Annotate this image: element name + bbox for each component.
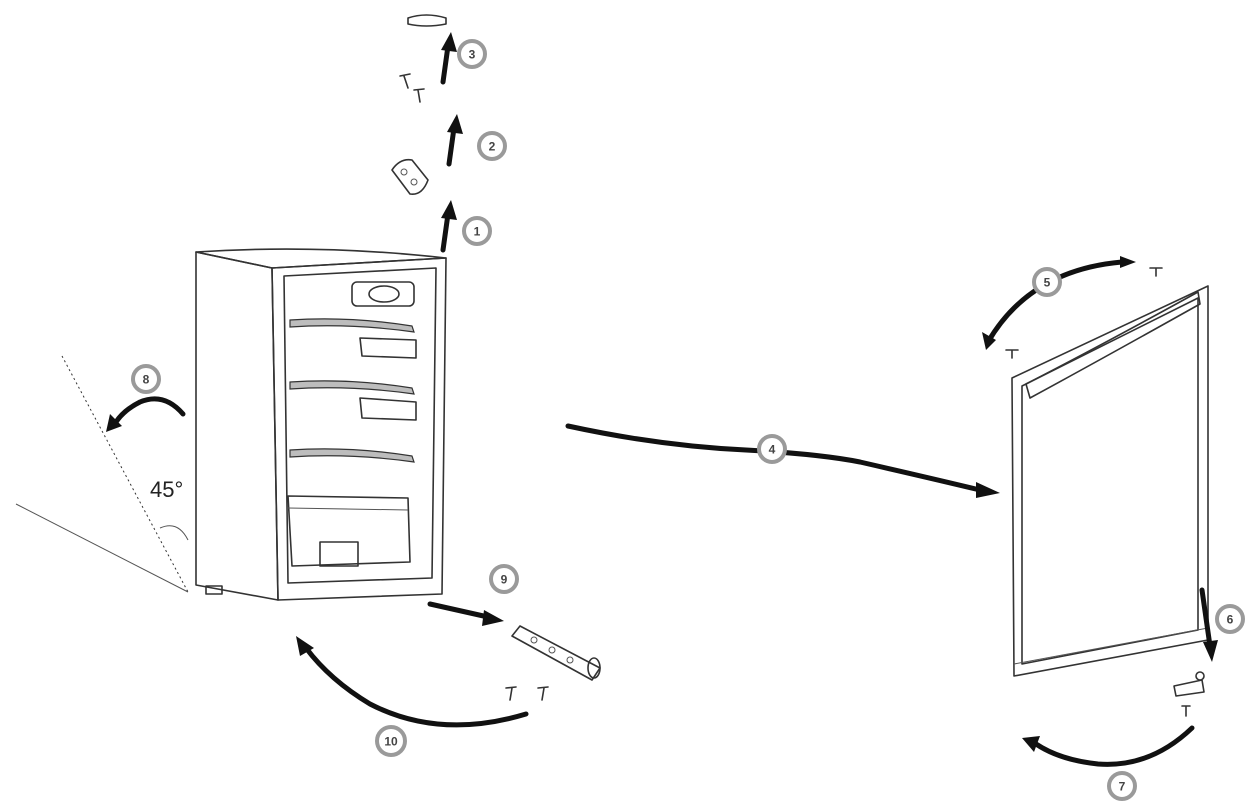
door-plug-right [1149,267,1163,277]
hinge-cover-part [407,14,447,27]
fridge-door [1011,285,1209,677]
step-label-6: 6 [1227,613,1234,627]
step-label-8: 8 [143,373,150,387]
arrow-step-9 [427,601,504,626]
top-hinge-bracket [391,158,429,196]
fridge-cabinet [195,248,447,601]
arrow-step-5 [982,256,1136,350]
step-label-4: 4 [769,443,776,457]
arrow-step-4 [565,423,1000,498]
step-badge-3: 3 [457,39,487,69]
arrow-step-3 [440,32,457,85]
arrow-step-1 [440,200,457,253]
step-label-1: 1 [474,225,481,239]
bottom-hinge-part-right [1173,671,1205,717]
arrow-step-7 [1022,725,1195,767]
step-label-7: 7 [1119,780,1126,794]
arrow-step-10 [296,636,529,728]
tilt-angle-guide: 45° [15,355,189,593]
step-label-5: 5 [1044,276,1051,290]
step-badge-10: 10 [375,725,407,757]
step-badge-2: 2 [477,131,507,161]
arrow-step-2 [446,114,463,167]
step-label-9: 9 [501,573,508,587]
step-badge-8: 8 [131,364,161,394]
step-badge-1: 1 [462,216,492,246]
step-label-3: 3 [469,48,476,62]
tilt-angle-label: 45° [150,477,183,502]
bottom-hinge-screws [505,686,549,701]
step-badge-6: 6 [1215,604,1245,634]
step-badge-4: 4 [757,434,787,464]
step-label-2: 2 [489,140,496,154]
step-badge-9: 9 [489,564,519,594]
step-label-10: 10 [384,735,398,749]
door-plug-left [1005,349,1019,359]
bottom-hinge-plate [511,625,601,681]
step-badge-5: 5 [1032,267,1062,297]
top-hinge-screws [399,73,425,103]
arrow-step-8 [106,396,186,432]
arrow-step-6 [1199,587,1218,662]
step-badge-7: 7 [1107,771,1137,801]
